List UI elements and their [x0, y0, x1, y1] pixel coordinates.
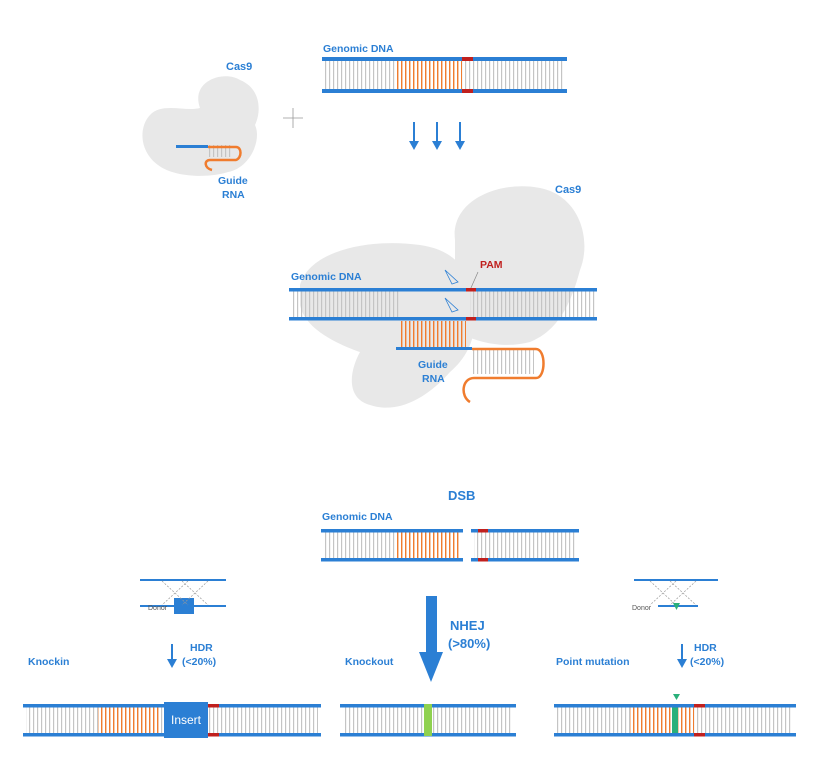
hdr-left-label-1: HDR	[190, 642, 213, 654]
genomic-dna-label-dsb: Genomic DNA	[322, 511, 393, 523]
cas9-protein-shape	[142, 76, 259, 176]
plus-icon	[283, 108, 303, 128]
point-mutation-label: Point mutation	[556, 656, 630, 668]
guide-rna-loop	[204, 145, 242, 172]
donor-right: Donor	[632, 579, 718, 612]
donor-left-label: Donor	[148, 605, 168, 612]
cas9-with-guide: Cas9 Guide RNA	[142, 61, 259, 201]
cas9-protein-body	[300, 243, 475, 408]
knockout-label: Knockout	[345, 656, 394, 668]
cas9-label-top: Cas9	[226, 61, 252, 73]
dsb-section: DSB Genomic DNA	[321, 488, 579, 562]
knockin-dna: Insert	[23, 702, 321, 738]
hdr-left: HDR (<20%)	[167, 642, 216, 668]
guide-rna-tail	[462, 347, 545, 404]
mutation-marker-donor	[673, 603, 680, 610]
mutation-marker	[673, 694, 680, 700]
down-arrows	[409, 122, 465, 150]
mutation-site	[672, 707, 678, 733]
guide-label-complex-2: RNA	[422, 373, 445, 385]
indel-marker	[424, 704, 432, 736]
genomic-dna-label-complex: Genomic DNA	[291, 271, 362, 283]
insert-label: Insert	[171, 713, 202, 727]
guide-rna-strand	[176, 145, 208, 148]
cas9-label-complex: Cas9	[555, 184, 581, 196]
point-mutation-dna	[554, 694, 796, 737]
hdr-right: HDR (<20%)	[677, 642, 724, 668]
donor-right-label: Donor	[632, 605, 652, 612]
knockout-dna	[340, 704, 516, 737]
hdr-left-label-2: (<20%)	[182, 656, 216, 668]
dsb-title: DSB	[448, 488, 475, 503]
nhej-arrow: NHEJ (>80%)	[419, 596, 490, 682]
nhej-label-2: (>80%)	[448, 636, 490, 651]
guide-label-top-1: Guide	[218, 175, 248, 187]
guide-label-complex-1: Guide	[418, 359, 448, 371]
donor-left: Donor	[140, 579, 226, 614]
genomic-dna-top: Genomic DNA	[322, 43, 567, 93]
hdr-right-label-2: (<20%)	[690, 656, 724, 668]
cas9-complex: Cas9 Genomic DNA PAM Guide RNA	[289, 184, 597, 408]
insert-block	[164, 702, 208, 738]
hdr-right-label-1: HDR	[694, 642, 717, 654]
knockin-label: Knockin	[28, 656, 69, 668]
pam-label: PAM	[480, 259, 503, 271]
genomic-dna-label-top: Genomic DNA	[323, 43, 394, 55]
nhej-label-1: NHEJ	[450, 618, 485, 633]
guide-label-top-2: RNA	[222, 189, 245, 201]
